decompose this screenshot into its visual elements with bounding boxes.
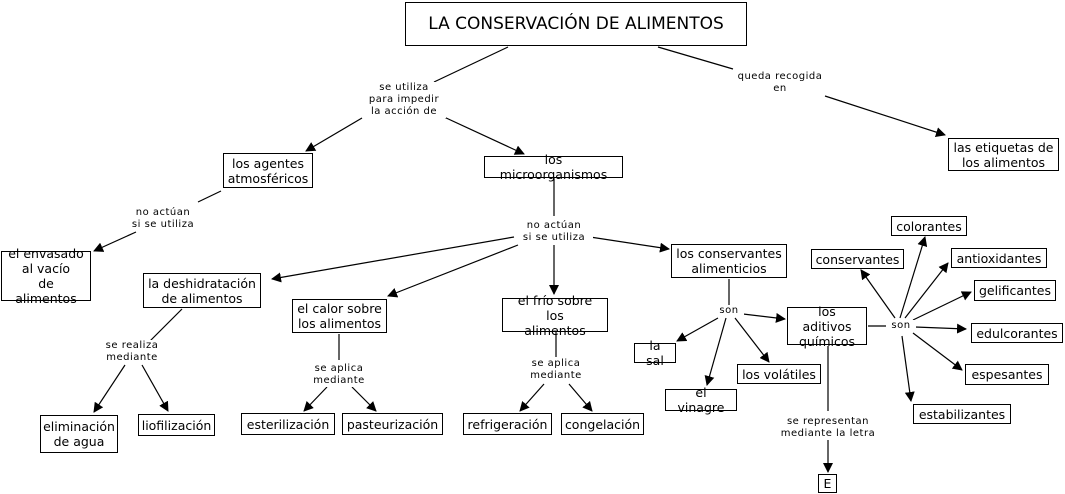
- link-realiza: se realiza mediante: [96, 340, 168, 364]
- edge-son2-conservantes: [860, 269, 896, 319]
- link-recogida: queda recogida en: [730, 71, 830, 95]
- link-aplica-2: se aplica mediante: [521, 358, 591, 382]
- edge-recogida-etiquetas: [824, 95, 946, 137]
- node-frio: el frío sobre los alimentos: [502, 293, 608, 338]
- node-congelacion: congelación: [561, 413, 644, 435]
- edge-son-volatiles: [734, 317, 770, 363]
- link-son-2: son: [886, 320, 916, 332]
- node-espesantes: espesantes: [965, 364, 1049, 385]
- link-impedir: se utiliza para impedir la acción de: [362, 82, 446, 118]
- edge-son2-colorantes: [899, 236, 928, 319]
- map-title: LA CONSERVACIÓN DE ALIMENTOS: [405, 2, 747, 46]
- node-esterilizacion: esterilización: [241, 413, 335, 435]
- link-son-1: son: [714, 305, 744, 317]
- node-etiquetas: las etiquetas de los alimentos: [948, 138, 1059, 171]
- node-conservantes: conservantes: [811, 249, 904, 269]
- edge-noactuan-conservantes: [589, 236, 670, 253]
- node-volatiles: los volátiles: [737, 364, 821, 384]
- edge-aplica-pasteurizacion: [351, 386, 377, 412]
- edge-aplica-esterilizacion: [303, 386, 328, 412]
- edge-son2-gelificantes: [912, 291, 972, 321]
- node-letra-e: E: [818, 474, 837, 493]
- edge-realiza-eliminacion: [93, 364, 126, 413]
- link-no-actuan-2: no actúan si se utiliza: [515, 220, 593, 244]
- edge-impedir-micro: [443, 116, 525, 155]
- node-gelificantes: gelificantes: [974, 280, 1056, 301]
- edge-son-sal: [676, 317, 719, 342]
- node-vinagre: el vinagre: [665, 385, 737, 415]
- edge-noactuan-envasado: [93, 231, 137, 252]
- edge-title-recogida: [657, 46, 734, 70]
- edge-noactuan-deshidratacion: [271, 236, 515, 283]
- link-representan: se representan mediante la letra: [776, 416, 880, 440]
- edge-son2-edulcorantes: [914, 323, 967, 334]
- node-estabilizantes: estabilizantes: [913, 404, 1011, 424]
- edge-noactuan-calor: [387, 244, 519, 298]
- node-sal: la sal: [634, 338, 676, 368]
- edge-aplica-congelacion: [568, 383, 593, 412]
- node-deshidratacion: la deshidratación de alimentos: [143, 273, 261, 308]
- edge-son2-espesantes: [912, 332, 963, 371]
- edge-aplica-refrigeracion: [519, 383, 545, 412]
- edge-son2-estabilizantes: [901, 335, 915, 402]
- edge-son-vinagre: [704, 317, 727, 386]
- node-antioxidantes: antioxidantes: [951, 248, 1047, 268]
- node-envasado-vacio: el envasado al vacío de alimentos: [1, 246, 91, 306]
- edge-impedir-agentes: [305, 117, 363, 152]
- node-conservantes-alimenticios: los conservantes alimenticios: [671, 244, 787, 278]
- node-microorganismos: los microorganismos: [484, 152, 623, 182]
- node-edulcorantes: edulcorantes: [971, 323, 1063, 343]
- link-aplica-1: se aplica mediante: [304, 363, 374, 387]
- node-aditivos-quimicos: los aditivos químicos: [787, 304, 867, 349]
- edge-deshid-realiza: [149, 308, 183, 342]
- node-calor: el calor sobre los alimentos: [292, 299, 387, 333]
- node-eliminacion-agua: eliminación de agua: [40, 415, 118, 453]
- node-pasteurizacion: pasteurización: [342, 413, 443, 435]
- edge-son-aditivos: [742, 312, 786, 323]
- node-agentes-atmosfericos: los agentes atmosféricos: [223, 153, 313, 188]
- node-liofilizacion: liofilización: [138, 414, 215, 436]
- edge-son2-antioxidantes: [904, 262, 949, 319]
- edge-title-impedir: [433, 46, 509, 83]
- node-refrigeracion: refrigeración: [463, 413, 552, 435]
- edge-realiza-liofilizacion: [141, 364, 169, 412]
- edge-agentes-noactuan: [197, 190, 222, 203]
- link-no-actuan-1: no actúan si se utiliza: [124, 207, 202, 231]
- node-colorantes: colorantes: [891, 216, 967, 236]
